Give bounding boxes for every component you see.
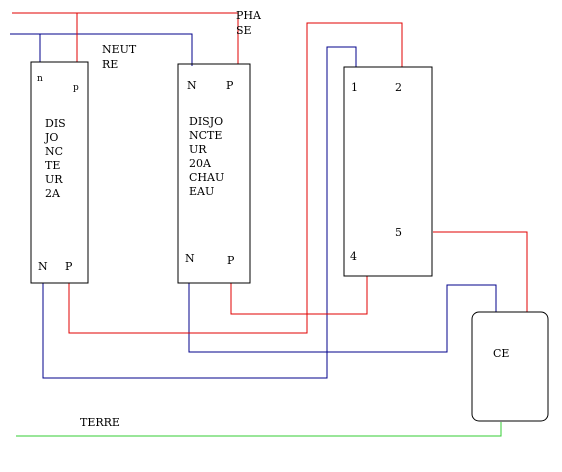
contactor-terminal-2: 2	[395, 81, 402, 94]
contactor-terminal-5: 5	[395, 226, 402, 239]
water-heater: CE	[471, 311, 549, 422]
neutral-supply-line	[10, 33, 193, 66]
breaker-2-name-line-4: 20A	[189, 157, 212, 170]
contactor-terminal-1: 1	[351, 81, 358, 94]
breaker-2-body	[177, 63, 251, 284]
breaker-2-name-line-6: EAU	[189, 185, 214, 198]
breaker-1-name-line-1: DIS	[45, 117, 66, 130]
neutral-wires	[10, 33, 497, 379]
breaker-1-bottom-n-label: N	[38, 260, 48, 273]
terre-label: TERRE	[80, 416, 120, 429]
water-heater-body	[471, 311, 549, 422]
breaker-2-name-line-5: CHAU	[189, 171, 224, 184]
breaker-2-name-line-2: NCTE	[189, 129, 222, 142]
breaker-1-name-line-5: UR	[45, 173, 63, 186]
phase-label-line-1: PHA	[236, 9, 262, 22]
phase-supply-line	[12, 12, 239, 64]
neutral-breaker-2-to-heater	[188, 283, 497, 353]
earth-line	[16, 422, 502, 437]
breaker-2-bottom-n-label: N	[185, 252, 195, 265]
breaker-2: N P DISJO NCTE UR 20A CHAU EAU N P	[177, 63, 251, 284]
neutre-label-line-2: RE	[102, 58, 118, 71]
phase-wires	[12, 12, 528, 334]
neutral-breaker-1-to-heater	[42, 46, 357, 379]
breaker-1-body	[30, 61, 89, 284]
breaker-2-name-line-3: UR	[189, 143, 207, 156]
breaker-1-name-line-3: NC	[45, 145, 63, 158]
breaker-2-bottom-p-label: P	[227, 254, 235, 267]
contactor: 1 2 5 4	[343, 66, 433, 277]
water-heater-label: CE	[493, 347, 509, 360]
contactor-body	[343, 66, 433, 277]
breaker-1-bottom-p-label: P	[65, 260, 73, 273]
breaker-1: n p DIS JO NC TE UR 2A N P	[30, 61, 89, 284]
phase-breaker-1-to-contactor-2	[68, 22, 403, 334]
breaker-1-name-line-6: 2A	[45, 187, 61, 200]
breaker-2-name-line-1: DISJO	[189, 115, 223, 128]
breaker-2-top-n-label: N	[187, 79, 197, 92]
phase-label-line-2: SE	[236, 24, 252, 37]
breaker-1-name-line-4: TE	[45, 159, 60, 172]
breaker-1-top-p-label: p	[73, 83, 79, 93]
neutre-label-line-1: NEUT	[102, 43, 137, 56]
breaker-1-top-n-label: n	[37, 74, 43, 84]
contactor-terminal-4: 4	[350, 250, 357, 263]
phase-contactor-5-to-heater	[433, 231, 528, 312]
phase-breaker-2-to-contactor-4	[230, 276, 368, 315]
breaker-2-top-p-label: P	[226, 79, 234, 92]
breaker-1-name-line-2: JO	[44, 131, 58, 144]
